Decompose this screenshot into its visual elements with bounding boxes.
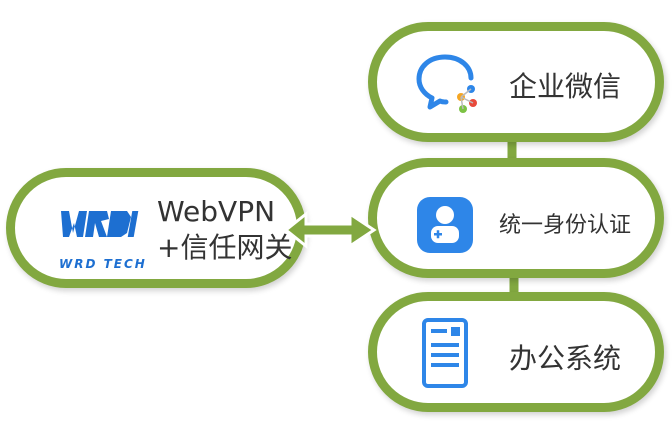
webvpn-subtitle: +信任网关 <box>157 231 293 264</box>
wechat-work-icon <box>416 54 477 113</box>
wrd-logo-text: WRD TECH <box>59 257 147 271</box>
sso-node: 统一身份认证 <box>368 158 664 278</box>
office-node: 办公系统 <box>368 292 664 412</box>
wework-node: 企业微信 <box>368 22 664 142</box>
office-label: 办公系统 <box>509 342 622 375</box>
user-id-icon <box>417 197 473 253</box>
wework-label: 企业微信 <box>509 70 622 103</box>
webvpn-title: WebVPN <box>157 195 276 228</box>
document-icon <box>422 318 468 388</box>
webvpn-node: WRD TECH WebVPN +信任网关 <box>6 168 306 288</box>
sso-label: 统一身份认证 <box>499 213 632 238</box>
wrd-logo <box>61 211 139 237</box>
